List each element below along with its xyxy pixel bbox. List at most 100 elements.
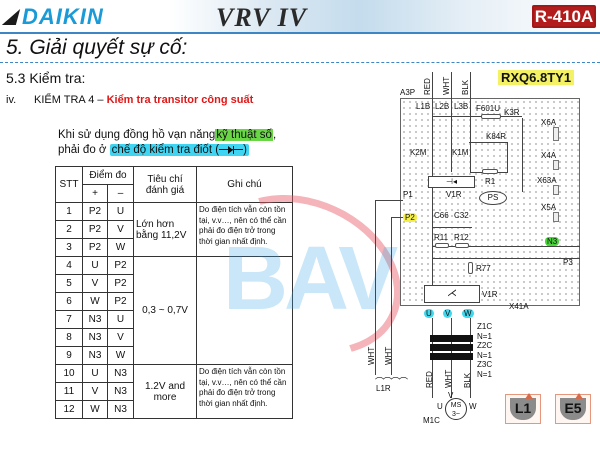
resistor-r12-icon (455, 243, 469, 248)
cell-plus: W (82, 400, 108, 419)
w-tag: W (462, 309, 474, 318)
wire-k3r (522, 118, 523, 192)
cell-minus: W (107, 238, 134, 257)
resistor-r1-label: R1 (485, 177, 496, 186)
note-text: , (272, 129, 277, 141)
nav-button-e5[interactable]: E5 (555, 393, 591, 424)
ps-label: PS (487, 193, 499, 202)
wire-label-red: RED (423, 78, 432, 95)
cell-stt: 1 (55, 202, 83, 221)
header-plus: + (82, 184, 108, 203)
header-point: Điểm đo (82, 166, 134, 185)
cell-plus: N3 (82, 346, 108, 365)
compressor-motor-icon: MS 3~ (445, 398, 467, 420)
model-label: RXQ6.8TY1 (498, 70, 575, 85)
motor-terminal-u: U (437, 402, 443, 411)
resistor-r11-label: R11 (434, 233, 449, 242)
subsection-heading: iv.KIỂM TRA 4 – Kiểm tra transitor công … (6, 94, 253, 106)
relay-k3r: K3R (504, 108, 520, 117)
note-text: phải đo ở (58, 144, 110, 156)
ferrite-core-z2c-icon (430, 344, 473, 351)
wire-p2-reactor (391, 217, 392, 375)
daikin-logo: DAIKIN (1, 4, 104, 29)
point-p2: P2 (403, 213, 417, 222)
cell-criteria: 1.2V and more (133, 364, 197, 419)
connector-x6a-icon (553, 127, 559, 141)
table-row: 9 N3 W (55, 346, 293, 365)
cell-stt: 6 (55, 292, 83, 311)
resistor-r1-icon (482, 169, 498, 174)
cell-stt: 3 (55, 238, 83, 257)
core-z2c: Z2C (477, 341, 493, 350)
motor-wire-blk: BLK (463, 372, 472, 388)
reactor-wire-label: WHT (384, 346, 393, 365)
table-row: 12 W N3 (55, 400, 293, 419)
nav-button-l1[interactable]: L1 (505, 393, 541, 424)
wire-label-wht: WHT (442, 76, 451, 95)
connector-x63a-icon (553, 185, 559, 195)
reactor-coil-icon: ⌒⌒⌒⌒ (375, 377, 408, 387)
resistor-r12-label: R12 (454, 233, 469, 242)
cell-criteria: 0,3 ~ 0,7V (133, 256, 197, 365)
core-labels: Z1C N=1 Z2C N=1 Z3C N=1 (477, 322, 492, 379)
capacitor-c32: C32 (454, 211, 469, 220)
resistor-r77-label: R77 (476, 264, 491, 273)
subsection-number: iv. (6, 94, 17, 106)
connector-x4a: X4A (541, 151, 557, 160)
header-minus: – (107, 184, 134, 203)
section-heading: 5.3 Kiểm tra: (6, 70, 86, 86)
point-n3: N3 (545, 237, 560, 246)
core-z3c: Z3C (477, 360, 493, 369)
output-w: W (462, 309, 474, 318)
cell-plus: U (82, 364, 108, 383)
motor-label: MS (450, 402, 462, 409)
p2-tag: P2 (403, 213, 417, 222)
terminal-l3b: L3B (454, 102, 469, 111)
cell-stt: 7 (55, 310, 83, 329)
capacitor-c66: C66 (434, 211, 449, 220)
resistor-r11-icon (435, 243, 449, 248)
motor-wire-red: RED (425, 371, 434, 388)
cell-criteria: Lớn hơn bằng 11,2V (133, 202, 197, 257)
cell-plus: P2 (82, 220, 108, 239)
daikin-logo-mark-icon (1, 9, 21, 25)
reactor-wire-label: WHT (367, 346, 376, 365)
connector-x5a-icon (553, 212, 559, 222)
wire-n3 (432, 246, 580, 247)
ferrite-core-z1c-icon (430, 335, 473, 342)
wire-p1 (375, 200, 403, 201)
terminal-l2b: L2B (435, 102, 450, 111)
cell-minus: P2 (107, 256, 134, 275)
cell-stt: 5 (55, 274, 83, 293)
motor-phase: 3~ (452, 411, 460, 418)
header-remark: Ghi chú (196, 166, 293, 203)
wire-k84r-down (507, 142, 508, 172)
terminal-l1b: L1B (416, 102, 431, 111)
cell-plus: N3 (82, 310, 108, 329)
cell-minus: P2 (107, 274, 134, 293)
cell-minus: N3 (107, 364, 134, 383)
instruction-note: Khi sử dụng đồng hồ vạn năngkỹ thuật số,… (58, 128, 276, 158)
rectifier-block-icon: ⊣◂ (428, 176, 475, 188)
table-row: 4 U P2 0,3 ~ 0,7V (55, 256, 293, 365)
wire-cap (432, 227, 472, 228)
ferrite-core-z3c-icon (430, 353, 473, 360)
wire-label-blk: BLK (461, 79, 470, 95)
core-n: N=1 (477, 331, 492, 341)
relay-k2m: K2M (410, 148, 427, 157)
cell-plus: V (82, 274, 108, 293)
core-z1c: Z1C (477, 322, 493, 331)
note-text: Khi sử dụng đồng hồ vạn năng (58, 129, 216, 141)
reactor-label: L1R (376, 384, 391, 393)
connector-x6a: X6A (541, 118, 557, 127)
wire-l3 (470, 72, 471, 172)
cell-stt: 9 (55, 346, 83, 365)
table-row: 2 P2 V (55, 220, 293, 239)
page-title: 5. Giải quyết sự cố: (6, 36, 188, 59)
cell-plus: P2 (82, 238, 108, 257)
diode-mode-close: ) (243, 144, 247, 156)
diode-mode-text: chế độ kiểm tra điốt ( (111, 144, 220, 156)
cell-stt: 2 (55, 220, 83, 239)
return-arrow-icon: L1 (510, 393, 536, 420)
nav-label-e5: E5 (564, 400, 582, 416)
